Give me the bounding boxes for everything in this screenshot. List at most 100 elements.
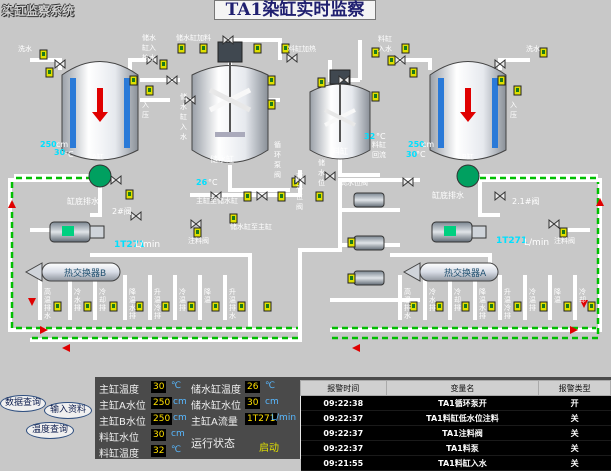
wash-label-left: 洗水 [18, 45, 32, 53]
bottom-pipe-label-left: 冷水排 [74, 288, 81, 312]
flow-value-left: 1T271 [114, 240, 146, 250]
tank-a-cm: cm [56, 140, 69, 149]
status-indicator-lamp [280, 194, 283, 198]
valve-icon[interactable] [190, 218, 202, 230]
input-material-button[interactable]: 输入资料 [44, 402, 92, 419]
bottom-pipe-label-left: 高温排水 [44, 288, 51, 320]
temp-query-button[interactable]: 温度查询 [26, 422, 74, 439]
valve-icon[interactable] [110, 174, 122, 186]
status-indicator-lamp [284, 46, 287, 50]
status-indicator-lamp [202, 46, 205, 50]
high-water-label: 高水位阀 [340, 179, 368, 187]
tank-a-label: A缸 [92, 153, 104, 161]
valve-icon[interactable] [294, 174, 306, 186]
heat-exchanger-b-label: 热交换器B [64, 269, 107, 279]
tank-a-level: 250 [40, 140, 57, 149]
status-indicator-lamp [490, 304, 493, 308]
alarm-header-name[interactable]: 变量名 [385, 380, 540, 396]
tank-b-label: B缸 [462, 153, 474, 161]
alarm-time: 09:22:37 [300, 440, 387, 456]
valve-icon[interactable] [54, 58, 66, 70]
status-indicator-lamp [374, 94, 377, 98]
data-query-button[interactable]: 数据查询 [0, 395, 46, 412]
status-indicator-lamp [132, 78, 135, 82]
main-a-level-unit: cm [173, 397, 187, 407]
status-indicator-lamp [320, 80, 323, 84]
status-indicator-lamp [516, 304, 519, 308]
valve-icon[interactable] [256, 190, 268, 202]
status-indicator-lamp [350, 276, 353, 280]
status-indicator-lamp [246, 194, 249, 198]
storage-add-label: 储水缸加料 [176, 34, 211, 42]
main-a-flow-unit: L/min [271, 413, 297, 423]
valve-icon[interactable] [494, 58, 506, 70]
bottom-pipe-label-left: 降温 [204, 288, 211, 304]
status-indicator-lamp [196, 230, 199, 234]
valve-icon[interactable] [548, 218, 560, 230]
tank-b-unit: °C [416, 150, 426, 159]
storage-level-label-panel: 储水缸水位 [191, 401, 241, 412]
bottom-pipe-label-left: 升温冷排 [154, 288, 161, 320]
valve-icon[interactable] [210, 190, 222, 202]
alarm-name: TA1料泵 [386, 440, 539, 456]
table-row[interactable]: 09:22:37 TA1料泵 关 [300, 440, 611, 456]
valve-icon[interactable] [130, 210, 142, 222]
material-return-label: 料缸回流 [372, 141, 386, 159]
page-title: TA1染缸实时监察 [214, 0, 376, 20]
bottom-pipe-label-right: 冷温排 [529, 288, 536, 312]
valve-icon[interactable] [146, 54, 158, 66]
alarm-header-time[interactable]: 报警时间 [300, 380, 387, 396]
main-tank-temp-label: 主缸温度 [99, 385, 139, 396]
storage-level-label: 储水位 [318, 159, 325, 187]
valve-icon[interactable] [324, 170, 336, 182]
status-indicator-lamp [86, 304, 89, 308]
valve-icon[interactable] [338, 74, 350, 86]
wash-label-right: 洗水 [526, 45, 540, 53]
table-row[interactable]: 09:22:37 TA1注料阀 关 [300, 425, 611, 441]
material-tank [309, 69, 371, 160]
main-a-level-value: 250 [151, 397, 173, 409]
status-indicator-lamp [214, 304, 217, 308]
table-row[interactable]: 09:22:37 TA1料缸低水位注料 关 [300, 410, 611, 426]
status-indicator-lamp [390, 58, 393, 62]
alarm-name: TA1注料阀 [386, 425, 539, 441]
storage-level-value: 30 [245, 397, 261, 409]
alarm-header-type[interactable]: 报警类型 [538, 380, 611, 396]
alarm-name: TA1料缸入水 [386, 455, 539, 471]
bottom-pipe-label-right: 冷却 [579, 288, 586, 304]
storage-water-label: 储水缸入水 [180, 93, 187, 141]
run-state-value: 启动 [259, 443, 279, 454]
inlet-label-right: 入压 [510, 101, 517, 119]
material-heat-label: 料缸加热 [288, 45, 316, 53]
valve-icon[interactable] [184, 94, 196, 106]
tank-b-cm: cm [422, 140, 435, 149]
status-indicator-lamp [566, 304, 569, 308]
valve-icon[interactable] [494, 190, 506, 202]
tank-b-temp: 30 [406, 150, 418, 159]
status-indicator-lamp [48, 70, 51, 74]
table-row[interactable]: 09:21:55 TA1料缸入水 关 [300, 455, 611, 471]
storage-to-main-label: 储水缸至主缸 [230, 223, 272, 231]
material-temp-value: 32 [151, 445, 167, 457]
status-indicator-lamp [164, 304, 167, 308]
storage-temp: 26 [196, 178, 208, 187]
status-indicator-lamp [180, 46, 183, 50]
main-b-level-label: 主缸B水位 [99, 417, 146, 428]
alarm-table: 报警时间 变量名 报警类型 09:22:38 TA1循环泵开 开 09:22:3… [300, 380, 611, 471]
bottom-pipe-label-right: 冷却排 [454, 288, 461, 312]
run-state-label: 运行状态 [191, 437, 235, 450]
main-tank-b [429, 61, 507, 161]
status-indicator-lamp [266, 304, 269, 308]
valve-indicators [39, 43, 596, 312]
valve-icon[interactable] [286, 52, 298, 64]
process-mimic [8, 34, 604, 352]
alarm-type: 关 [538, 440, 611, 456]
status-indicator-lamp [542, 50, 545, 54]
inlet-label-left: 入压 [142, 101, 149, 119]
table-row[interactable]: 09:22:38 TA1循环泵开 开 [300, 395, 611, 411]
valve-icon[interactable] [394, 54, 406, 66]
valve-icon[interactable] [402, 176, 414, 188]
valve-icon[interactable] [222, 34, 234, 46]
alarm-type: 关 [538, 425, 611, 441]
valve-icon[interactable] [166, 74, 178, 86]
